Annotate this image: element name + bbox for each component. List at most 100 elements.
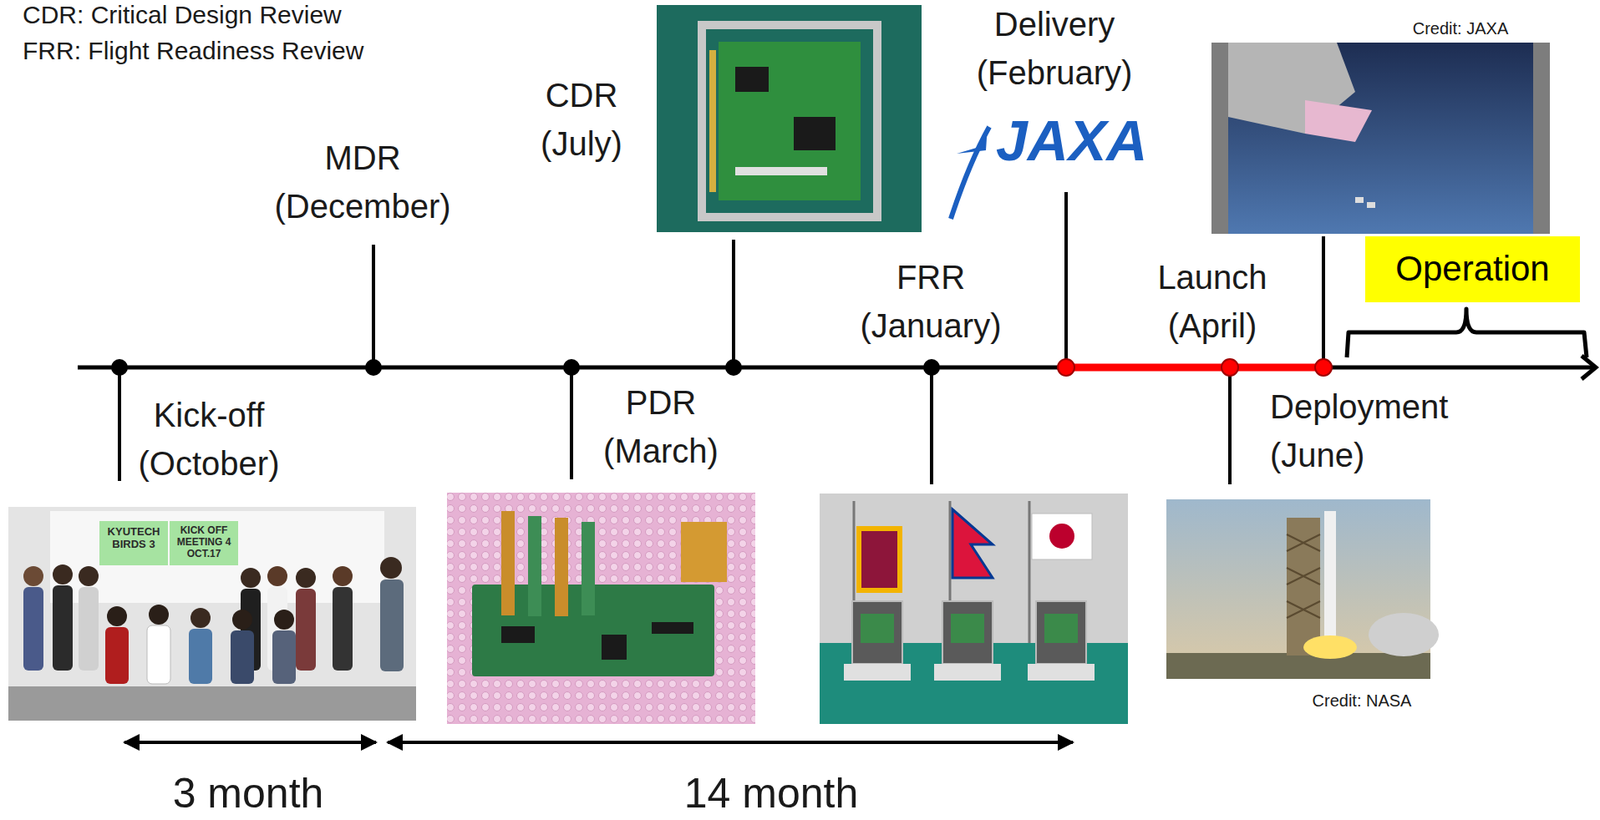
frr-photo xyxy=(942,601,993,665)
milestone-ticks xyxy=(1321,236,1326,368)
cdr-photo xyxy=(735,167,828,176)
standing-people xyxy=(267,566,288,587)
milestone-label: Delivery (February) xyxy=(958,0,1151,97)
frr-photo xyxy=(856,526,903,594)
standing-people xyxy=(52,564,73,585)
deployment-photo xyxy=(1228,42,1534,234)
milestone-ticks xyxy=(929,367,934,485)
pdr-photo xyxy=(554,518,569,617)
launch-photo xyxy=(1286,534,1321,619)
milestone-label: Kick-off (October) xyxy=(127,391,291,488)
sign-text: KICK OFF MEETING 4 OCT.17 xyxy=(170,524,238,560)
standing-people xyxy=(23,587,44,671)
kickoff-photo xyxy=(8,686,417,722)
launch-photo xyxy=(1368,613,1439,657)
milestone-dots xyxy=(111,359,1332,376)
kickoff-photo xyxy=(8,507,417,722)
pdr-photo xyxy=(446,492,756,725)
milestone-label: CDR (July) xyxy=(527,71,636,168)
frr-photo xyxy=(860,614,894,644)
frr-photo xyxy=(952,509,993,579)
kneeling-people xyxy=(230,630,254,685)
frr-photo xyxy=(1027,664,1095,681)
launch-photo xyxy=(1324,511,1336,637)
milestone-dots xyxy=(923,359,940,376)
jaxa-logo-mark xyxy=(956,125,988,154)
frr-photo xyxy=(1049,523,1075,549)
standing-people xyxy=(52,585,73,671)
pdr-photo xyxy=(446,492,756,725)
pdr-photo xyxy=(501,511,515,616)
frr-photo xyxy=(852,601,903,665)
jaxa-logo-mark xyxy=(950,125,990,219)
standing-people xyxy=(332,566,353,587)
milestone-dots xyxy=(111,359,128,376)
standing-people xyxy=(380,579,404,672)
frr-photo xyxy=(1036,601,1087,665)
standing-people xyxy=(23,566,44,587)
milestone-label: PDR (March) xyxy=(594,378,728,476)
sign-text: KYUTECH BIRDS 3 xyxy=(101,525,167,551)
kneeling-people xyxy=(105,604,296,685)
kneeling-people xyxy=(274,609,295,630)
frr-photo xyxy=(843,664,911,681)
kneeling-people xyxy=(105,627,129,685)
standing-people xyxy=(380,557,402,580)
pdr-photo xyxy=(601,634,627,661)
duration-label: 3 month xyxy=(172,770,325,818)
kneeling-people xyxy=(147,625,171,685)
frr-photo xyxy=(950,614,985,644)
milestone-ticks xyxy=(371,244,376,368)
standing-people xyxy=(23,557,404,672)
abbreviation-note: FRR: Flight Readiness Review xyxy=(22,35,364,67)
cdr-photo xyxy=(735,66,769,92)
node-text: Operation xyxy=(1395,248,1550,290)
cdr-photo xyxy=(656,5,922,233)
standing-people xyxy=(295,589,316,671)
pdr-photo xyxy=(501,626,535,644)
deployment-photo xyxy=(1366,202,1376,209)
kneeling-people xyxy=(106,606,127,627)
standing-people xyxy=(332,587,353,671)
frr-photo xyxy=(1028,501,1032,644)
milestone-ticks xyxy=(117,367,122,482)
deployment-photo xyxy=(1211,42,1550,234)
milestone-dots xyxy=(1315,359,1332,376)
launch-photo xyxy=(1303,635,1357,660)
abbreviation-note: CDR: Critical Design Review xyxy=(22,0,342,31)
milestone-label: Launch (April) xyxy=(1149,253,1275,351)
standing-people xyxy=(78,566,99,587)
span-arrows xyxy=(387,741,1073,745)
standing-people xyxy=(240,568,261,589)
milestone-dots xyxy=(563,359,580,376)
launch-photo xyxy=(1166,499,1439,680)
timeline-axis xyxy=(1581,355,1596,380)
kickoff-photo xyxy=(8,507,417,722)
milestone-ticks xyxy=(1064,192,1068,368)
span-arrows xyxy=(124,741,1073,745)
deployment-photo xyxy=(1355,197,1364,204)
timeline-axis xyxy=(1066,364,1324,372)
cdr-photo xyxy=(718,41,861,201)
highlight-box: Operation xyxy=(1365,236,1580,303)
span-arrows xyxy=(124,741,376,745)
pdr-photo xyxy=(680,522,727,583)
kneeling-people xyxy=(190,608,211,629)
operation-brace xyxy=(1346,309,1587,358)
cdr-photo xyxy=(701,25,878,218)
kneeling-people xyxy=(272,630,296,685)
cdr-photo xyxy=(656,5,922,233)
deployment-photo xyxy=(1305,100,1372,143)
frr-photo xyxy=(819,493,1128,725)
frr-photo xyxy=(861,531,898,589)
launch-photo xyxy=(1286,518,1321,656)
jaxa-logo-text: JAXA xyxy=(995,106,1148,174)
pdr-photo xyxy=(581,522,595,616)
kickoff-photo xyxy=(99,521,168,566)
kneeling-people xyxy=(188,629,213,685)
milestone-ticks xyxy=(731,239,736,368)
kickoff-photo xyxy=(169,521,239,566)
photo-credit: Credit: NASA xyxy=(1312,690,1413,712)
frr-photo xyxy=(1031,513,1093,560)
